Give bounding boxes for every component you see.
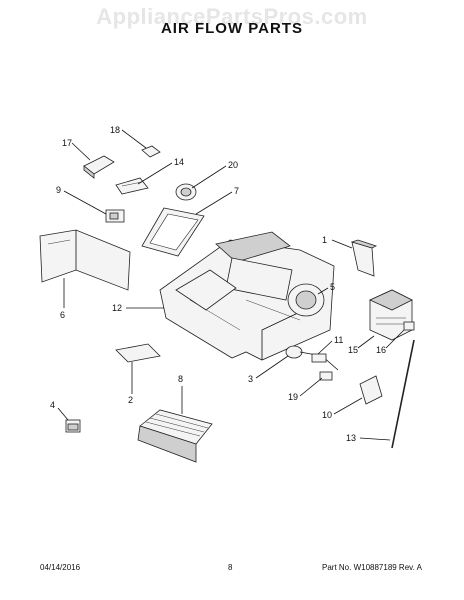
svg-text:2: 2 <box>128 395 133 405</box>
callout-2: 2 <box>128 362 133 405</box>
svg-text:13: 13 <box>346 433 356 443</box>
callout-16: 16 <box>376 329 405 355</box>
svg-text:19: 19 <box>288 392 298 402</box>
footer-page-number: 8 <box>228 563 233 572</box>
callout-17: 17 <box>62 138 91 161</box>
callout-8: 8 <box>178 374 183 414</box>
part-16-clip <box>403 321 415 331</box>
part-6-duct-panel <box>39 229 131 291</box>
svg-text:5: 5 <box>330 282 335 292</box>
svg-text:20: 20 <box>228 160 238 170</box>
part-15-transformer <box>369 289 413 341</box>
callout-12: 12 <box>112 303 164 313</box>
part-18-pad <box>141 145 161 158</box>
part-9-connector <box>105 209 125 223</box>
page-title: AIR FLOW PARTS <box>160 20 304 37</box>
part-10-bracket <box>359 375 383 405</box>
callout-19: 19 <box>288 377 323 402</box>
part-20-fan-hub <box>175 183 197 201</box>
part-14-plate <box>115 177 149 195</box>
callout-3: 3 <box>248 355 289 384</box>
callout-15: 15 <box>348 335 375 355</box>
svg-text:1: 1 <box>322 235 327 245</box>
svg-text:16: 16 <box>376 345 386 355</box>
part-19-connector <box>319 371 333 381</box>
part-4-clip <box>65 419 81 433</box>
callout-7: 7 <box>195 186 239 215</box>
watermark: AppliancePartsPros.com <box>96 4 368 29</box>
callout-14: 14 <box>137 157 184 185</box>
svg-text:14: 14 <box>174 157 184 167</box>
svg-text:4: 4 <box>50 400 55 410</box>
callout-4: 4 <box>50 400 69 421</box>
callout-13: 13 <box>346 433 391 443</box>
part-7-filter-frame <box>141 207 205 257</box>
part-1-bracket <box>350 239 378 277</box>
part-3-sensor <box>285 345 303 359</box>
footer-part-number: Part No. W10887189 Rev. A <box>322 563 422 572</box>
part-13-rod <box>391 339 415 449</box>
part-8-grille <box>137 409 213 463</box>
part-2-plate <box>115 343 161 363</box>
svg-text:17: 17 <box>62 138 72 148</box>
svg-text:12: 12 <box>112 303 122 313</box>
svg-text:7: 7 <box>234 186 239 196</box>
callout-18: 18 <box>110 125 147 149</box>
part-5-blower-wheel <box>287 283 325 317</box>
callout-6: 6 <box>60 278 65 320</box>
callout-5: 5 <box>317 282 335 295</box>
part-11-harness <box>299 351 339 371</box>
part-17-bracket <box>83 155 115 179</box>
callout-9: 9 <box>56 185 107 215</box>
svg-text:6: 6 <box>60 310 65 320</box>
svg-text:11: 11 <box>334 335 343 345</box>
svg-text:9: 9 <box>56 185 61 195</box>
callout-10: 10 <box>322 397 363 420</box>
callout-1: 1 <box>322 235 353 249</box>
svg-text:8: 8 <box>178 374 183 384</box>
svg-text:10: 10 <box>322 410 332 420</box>
svg-text:18: 18 <box>110 125 120 135</box>
svg-text:15: 15 <box>348 345 358 355</box>
footer-date: 04/14/2016 <box>40 563 81 572</box>
callout-20: 20 <box>191 160 238 189</box>
part-12-housing <box>159 231 335 361</box>
callout-11: 11 <box>317 335 343 355</box>
svg-text:3: 3 <box>248 374 253 384</box>
